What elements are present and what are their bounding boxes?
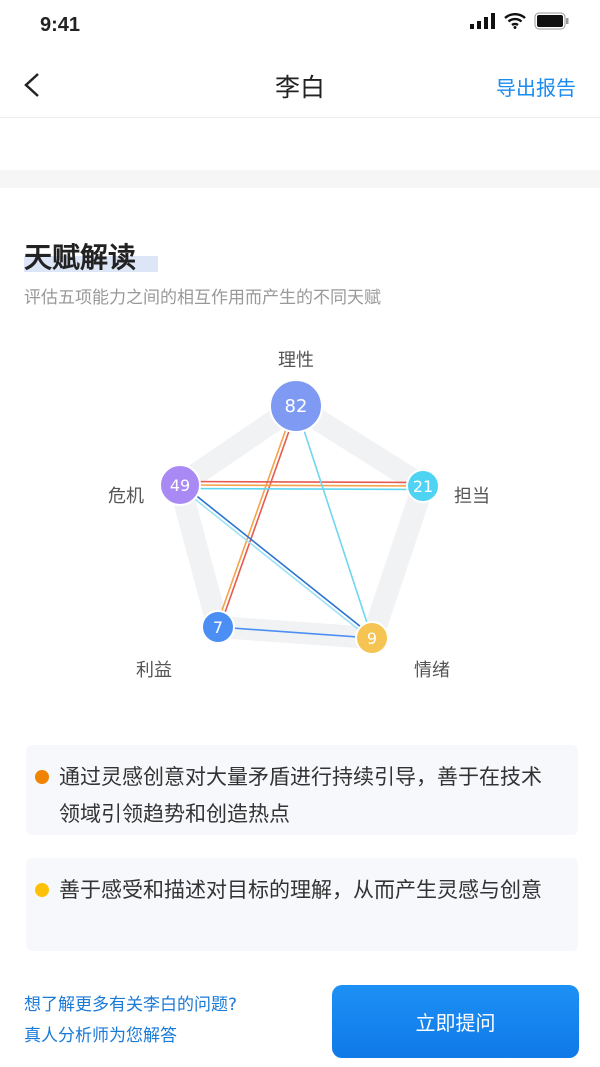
status-time: 9:41 (40, 14, 81, 36)
link-line (180, 480, 424, 484)
node-label: 情绪 (414, 660, 450, 681)
bullet-dot (35, 770, 49, 784)
node-label: 危机 (108, 486, 144, 507)
link-line (179, 484, 424, 487)
link-line (180, 483, 374, 638)
back-icon[interactable] (18, 70, 48, 100)
wifi-icon (504, 13, 526, 29)
node-value: 49 (170, 476, 190, 495)
link-line (215, 405, 296, 627)
question-line-1: 想了解更多有关李白的问题? (24, 995, 238, 1015)
section-title: 天赋解读 (24, 241, 137, 274)
bullet-dot (35, 883, 49, 897)
talent-card: 通过灵感创意对大量矛盾进行持续引导，善于在技术领域引领趋势和创造热点 (26, 745, 578, 835)
section-divider (0, 170, 600, 188)
node-利益 (201, 610, 235, 644)
ask-now-button[interactable]: 立即提问 (332, 985, 579, 1058)
node-label: 利益 (136, 660, 172, 681)
talent-card: 善于感受和描述对目标的理解，从而产生灵感与创意 (26, 858, 578, 951)
link-line (217, 626, 373, 639)
section-subtitle: 评估五项能力之间的相互作用而产生的不同天赋 (24, 288, 381, 308)
status-bar: 9:41 (0, 0, 600, 52)
signal-icon (470, 13, 495, 29)
node-理性 (269, 379, 323, 433)
node-value: 21 (413, 477, 433, 496)
node-label: 担当 (454, 486, 490, 507)
pentagon-outline (169, 395, 434, 649)
talent-text: 通过灵感创意对大量矛盾进行持续引导，善于在技术领域引领趋势和创造热点 (59, 765, 542, 826)
node-value: 9 (367, 629, 377, 648)
node-label: 理性 (278, 350, 314, 371)
node-情绪 (355, 621, 389, 655)
export-report-button[interactable]: 导出报告 (496, 76, 576, 100)
node-危机 (159, 464, 201, 506)
link-line (178, 485, 372, 640)
question-line-2: 真人分析师为您解答 (24, 1026, 177, 1046)
link-line (295, 405, 373, 639)
node-担当 (406, 469, 440, 503)
page-title: 李白 (274, 73, 325, 102)
link-line (218, 406, 299, 628)
question-prompt[interactable]: 想了解更多有关李白的问题? 真人分析师为您解答 (24, 990, 237, 1052)
talent-text: 善于感受和描述对目标的理解，从而产生灵感与创意 (59, 878, 542, 902)
node-value: 7 (213, 618, 223, 637)
node-value: 82 (285, 396, 308, 417)
battery-icon (534, 12, 569, 30)
talent-diagram: 82 理性 21 担当 9 情绪 7 利益 49 危机 (108, 350, 490, 681)
nav-bar: 李白 导出报告 (0, 52, 600, 118)
link-line (179, 487, 423, 491)
